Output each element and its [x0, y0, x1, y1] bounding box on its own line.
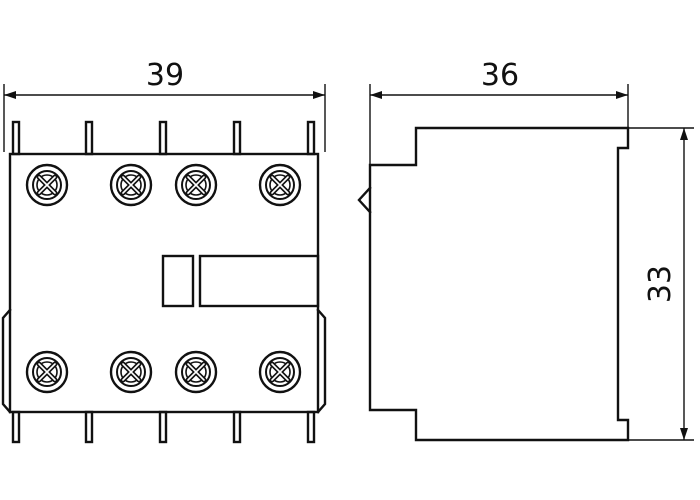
pin	[232, 120, 242, 156]
front-view: 39	[1, 58, 327, 444]
pin	[232, 410, 242, 444]
top-pins	[11, 120, 316, 156]
bottom-pins	[11, 410, 316, 444]
side-latch	[357, 186, 372, 214]
screw-icon	[111, 352, 151, 392]
side-body	[368, 126, 630, 442]
right-rail	[316, 308, 327, 414]
pin	[11, 120, 21, 156]
pin	[158, 410, 168, 444]
side-view: 36 33	[357, 58, 694, 442]
pin	[84, 410, 94, 444]
screw-icon	[27, 165, 67, 205]
left-rail	[1, 308, 12, 414]
depth-dimension-label: 36	[481, 58, 519, 93]
width-dimension-label: 39	[146, 58, 184, 93]
screw-icon	[27, 352, 67, 392]
pin	[84, 120, 94, 156]
screw-icon	[111, 165, 151, 205]
screw-icon	[260, 352, 300, 392]
top-screws	[27, 165, 300, 205]
pin	[306, 120, 316, 156]
center-slot	[161, 254, 195, 308]
screw-icon	[176, 352, 216, 392]
screw-icon	[176, 165, 216, 205]
slider-bar	[198, 254, 320, 308]
bottom-screws	[27, 352, 300, 392]
pin	[158, 120, 168, 156]
screw-icon	[260, 165, 300, 205]
height-dimension-label: 33	[643, 265, 678, 303]
pin	[11, 410, 21, 444]
pin	[306, 410, 316, 444]
